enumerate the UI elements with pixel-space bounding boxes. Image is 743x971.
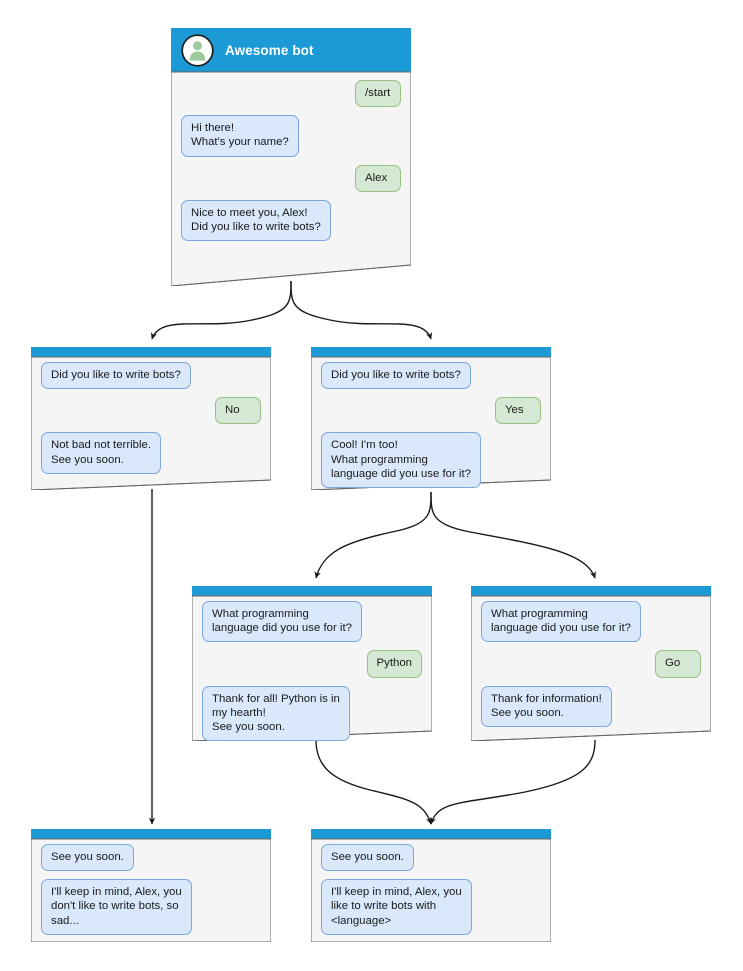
- message-row: Python: [202, 650, 422, 678]
- card-root-title: Awesome bot: [225, 42, 314, 58]
- message-row: Did you like to write bots?: [41, 362, 261, 390]
- bot-message-bubble: Cool! I'm too! What programming language…: [321, 432, 481, 489]
- person-avatar-icon: [181, 34, 214, 67]
- card-end-sad[interactable]: See you soon. I'll keep in mind, Alex, y…: [31, 829, 271, 942]
- message-row: See you soon.: [321, 844, 541, 872]
- bot-message-bubble: See you soon.: [41, 844, 134, 872]
- message-row: Thank for information! See you soon.: [481, 685, 701, 728]
- user-message-bubble: Alex: [355, 164, 401, 192]
- bot-message-bubble: Hi there! What's your name?: [181, 115, 299, 157]
- bot-message-bubble: Nice to meet you, Alex! Did you like to …: [181, 199, 331, 242]
- user-message-bubble: Go: [655, 650, 701, 678]
- message-row: Nice to meet you, Alex! Did you like to …: [181, 199, 401, 242]
- bot-message-bubble: See you soon.: [321, 844, 414, 872]
- edge-yes-to-go: [430, 491, 596, 579]
- card-end-happy-messages: See you soon. I'll keep in mind, Alex, y…: [311, 844, 551, 943]
- message-row: Yes: [321, 397, 541, 425]
- edge-root-to-yes: [290, 280, 433, 340]
- card-python-messages: What programming language did you use fo…: [192, 601, 432, 749]
- bot-message-bubble: Not bad not terrible. See you soon.: [41, 432, 162, 474]
- card-yes-messages: Did you like to write bots? Yes Cool! I'…: [311, 362, 551, 496]
- user-message-bubble: /start: [355, 80, 401, 108]
- card-root-messages: /start Hi there! What's your name? Alex …: [171, 80, 411, 249]
- message-row: Not bad not terrible. See you soon.: [41, 432, 261, 474]
- message-row: Did you like to write bots?: [321, 362, 541, 390]
- card-go-messages: What programming language did you use fo…: [471, 601, 711, 735]
- message-row: Cool! I'm too! What programming language…: [321, 432, 541, 489]
- card-root[interactable]: Awesome bot /start Hi there! What's your…: [171, 28, 411, 286]
- user-message-bubble: No: [215, 397, 261, 425]
- bot-message-bubble: Did you like to write bots?: [321, 362, 471, 390]
- message-row: Hi there! What's your name?: [181, 115, 401, 157]
- message-row: Thank for all! Python is in my hearth! S…: [202, 685, 422, 742]
- card-no-messages: Did you like to write bots? No Not bad n…: [31, 362, 271, 482]
- message-row: Go: [481, 650, 701, 678]
- bot-message-bubble: What programming language did you use fo…: [202, 601, 362, 643]
- bot-message-bubble: I'll keep in mind, Alex, you don't like …: [41, 879, 192, 935]
- message-row: See you soon.: [41, 844, 261, 872]
- card-python[interactable]: What programming language did you use fo…: [192, 586, 432, 742]
- bot-message-bubble: Thank for information! See you soon.: [481, 685, 612, 728]
- bot-message-bubble: I'll keep in mind, Alex, you like to wri…: [321, 879, 472, 935]
- message-row: What programming language did you use fo…: [481, 601, 701, 643]
- message-row: I'll keep in mind, Alex, you like to wri…: [321, 879, 541, 935]
- message-row: /start: [181, 80, 401, 108]
- edge-yes-to-python: [314, 491, 432, 579]
- card-root-header: Awesome bot: [171, 28, 411, 72]
- bot-message-bubble: What programming language did you use fo…: [481, 601, 641, 643]
- user-message-bubble: Python: [366, 650, 422, 678]
- edge-root-to-no: [150, 280, 292, 340]
- edge-python-to-end-happy: [315, 739, 433, 825]
- card-end-happy[interactable]: See you soon. I'll keep in mind, Alex, y…: [311, 829, 551, 942]
- card-no[interactable]: Did you like to write bots? No Not bad n…: [31, 347, 271, 490]
- card-yes[interactable]: Did you like to write bots? Yes Cool! I'…: [311, 347, 551, 490]
- card-end-sad-messages: See you soon. I'll keep in mind, Alex, y…: [31, 844, 271, 943]
- message-row: No: [41, 397, 261, 425]
- card-go[interactable]: What programming language did you use fo…: [471, 586, 711, 741]
- bot-message-bubble: Did you like to write bots?: [41, 362, 191, 390]
- user-message-bubble: Yes: [495, 397, 541, 425]
- edge-go-to-end-happy: [429, 739, 596, 825]
- message-row: Alex: [181, 164, 401, 192]
- message-row: What programming language did you use fo…: [202, 601, 422, 643]
- bot-message-bubble: Thank for all! Python is in my hearth! S…: [202, 685, 350, 742]
- message-row: I'll keep in mind, Alex, you don't like …: [41, 879, 261, 935]
